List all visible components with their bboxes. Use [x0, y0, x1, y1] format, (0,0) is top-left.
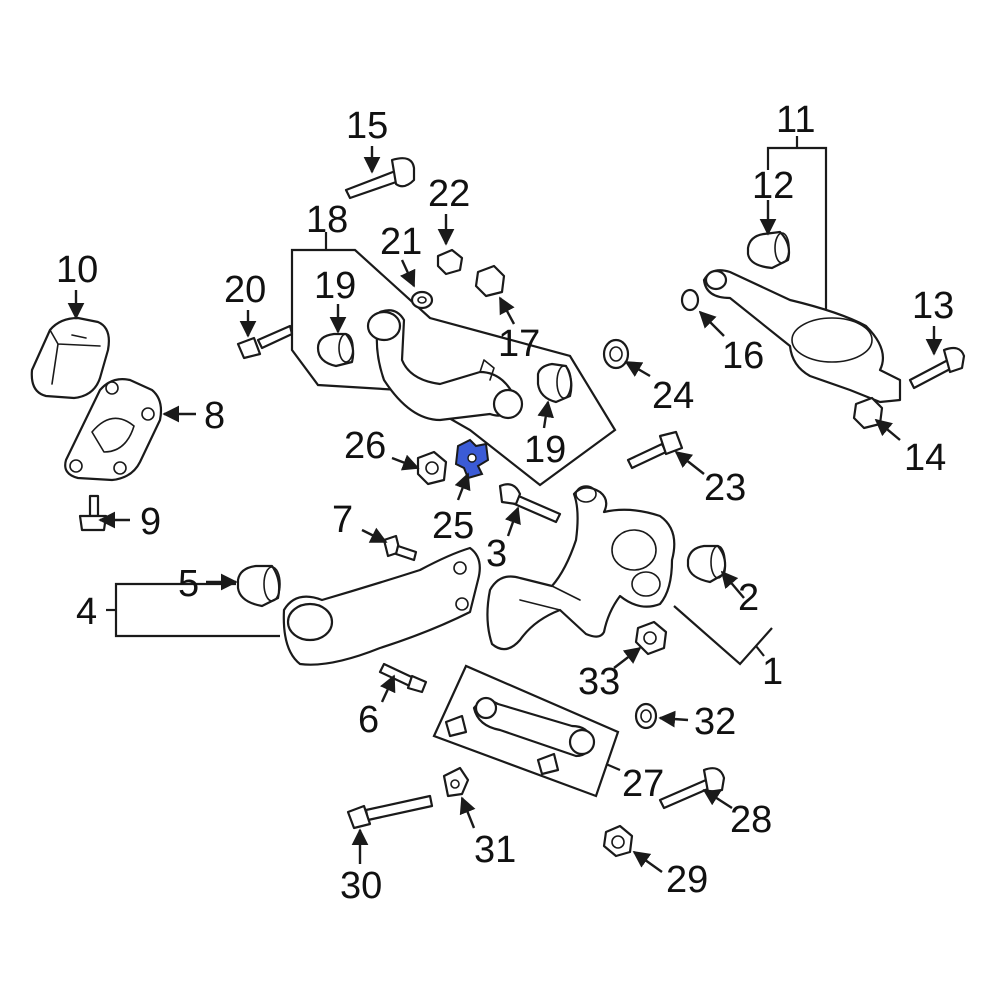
callout-11: 11 [776, 99, 815, 141]
callout-19-left: 19 [314, 265, 356, 307]
callout-31: 31 [474, 829, 516, 871]
part-14-nut[interactable] [852, 396, 884, 430]
part-4-trailing-arm[interactable] [282, 546, 481, 666]
part-7-bolt[interactable] [382, 534, 418, 562]
part-10-cover[interactable] [30, 316, 110, 400]
part-33-nut[interactable] [634, 620, 668, 656]
part-11-lower-arm[interactable] [702, 269, 902, 404]
part-15-bolt[interactable] [344, 157, 416, 200]
part-24-washer[interactable] [602, 338, 630, 370]
callout-32: 32 [694, 701, 736, 743]
bracket-27 [605, 762, 621, 772]
callout-13: 13 [912, 285, 954, 327]
part-30-bolt[interactable] [346, 794, 434, 830]
callout-17: 17 [498, 323, 540, 365]
part-3-bolt[interactable] [498, 483, 562, 524]
part-5-bushing[interactable] [236, 564, 281, 608]
part-29-nut[interactable] [602, 824, 634, 858]
callout-18: 18 [306, 199, 348, 241]
callout-2: 2 [738, 577, 759, 619]
part-32-washer[interactable] [634, 702, 658, 730]
part-22-nut[interactable] [436, 248, 464, 276]
callout-14: 14 [904, 437, 946, 479]
callout-labels: 1 2 3 4 5 6 7 8 9 10 11 12 13 14 15 16 1… [56, 99, 954, 907]
part-2-bushing[interactable] [686, 544, 727, 584]
callout-9: 9 [140, 501, 161, 543]
part-16-washer[interactable] [680, 288, 700, 312]
callout-26: 26 [344, 425, 386, 467]
part-26-nut[interactable] [416, 450, 448, 486]
callout-21: 21 [380, 221, 422, 263]
callout-3: 3 [486, 533, 507, 575]
callout-28: 28 [730, 799, 772, 841]
part-12-bushing[interactable] [746, 230, 791, 270]
callout-15: 15 [346, 105, 388, 147]
bracket-1 [673, 605, 773, 666]
part-18-upper-arm-group [290, 248, 617, 487]
part-21-washer[interactable] [410, 290, 434, 310]
part-20-bolt[interactable] [236, 324, 294, 360]
callout-23: 23 [704, 467, 746, 509]
callout-4: 4 [76, 591, 97, 633]
part-19-bushing-left[interactable] [316, 332, 355, 368]
part-28-bolt[interactable] [658, 767, 726, 810]
callout-12: 12 [752, 165, 794, 207]
part-6-bolt[interactable] [378, 662, 428, 694]
part-13-bolt[interactable] [908, 346, 966, 390]
bracket-4 [106, 582, 280, 638]
callout-20: 20 [224, 269, 266, 311]
part-31-clip[interactable] [442, 766, 470, 798]
part-19-bushing-right[interactable] [536, 362, 573, 404]
callout-6: 6 [358, 699, 379, 741]
part-27-link-assembly[interactable] [432, 664, 620, 798]
bracket-11 [766, 136, 828, 310]
part-23-bolt[interactable] [626, 430, 684, 470]
callout-27: 27 [622, 763, 664, 805]
callout-33: 33 [578, 661, 620, 703]
callout-25: 25 [432, 505, 474, 547]
callout-8: 8 [204, 395, 225, 437]
callout-30: 30 [340, 865, 382, 907]
callout-29: 29 [666, 859, 708, 901]
callout-19-right: 19 [524, 429, 566, 471]
part-17-nut[interactable] [474, 264, 506, 298]
callout-16: 16 [722, 335, 764, 377]
part-1-knuckle[interactable] [486, 485, 676, 651]
callout-22: 22 [428, 173, 470, 215]
callout-24: 24 [652, 375, 694, 417]
callout-arrows [67, 146, 943, 873]
callout-1: 1 [762, 651, 783, 693]
callout-5: 5 [178, 563, 199, 605]
callout-7: 7 [332, 499, 353, 541]
part-8-bracket[interactable] [64, 378, 163, 482]
part-25-clip-highlighted[interactable] [454, 438, 490, 480]
callout-10: 10 [56, 249, 98, 291]
part-9-bolt[interactable] [78, 494, 108, 532]
